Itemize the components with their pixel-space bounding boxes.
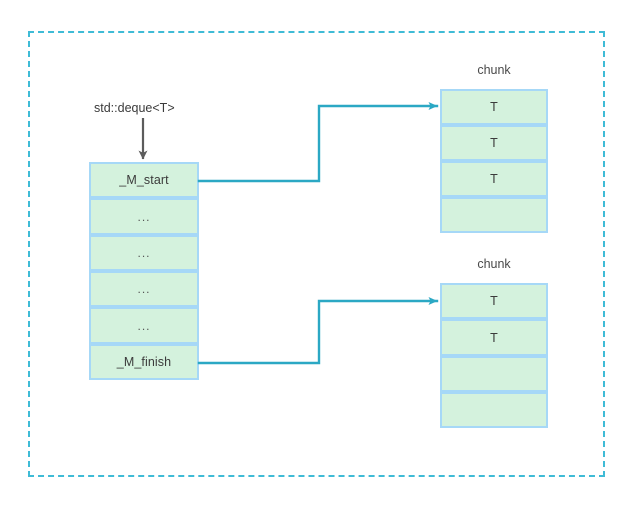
map-slot-cell-6: _M_finish [89,344,199,380]
map-slot-cell-3: ... [89,235,199,271]
map-slot-cell-4: ... [89,271,199,307]
chunk-1-cell-2: T [440,125,548,161]
chunk-1-label: chunk [477,63,511,77]
deque-type-label: std::deque<T> [94,101,175,115]
chunk-1-cell-3: T [440,161,548,197]
map-slot-cell-1: _M_start [89,162,199,198]
chunk-2-label: chunk [477,257,511,271]
chunk-2-cell-2: T [440,319,548,356]
chunk-1-cell-4 [440,197,548,233]
map-slot-cell-2: ... [89,198,199,235]
chunk-2-cell-4 [440,392,548,428]
outer-dashed-frame [28,31,605,477]
chunk-2-cell-3 [440,356,548,392]
chunk-2-cell-1: T [440,283,548,319]
map-array: _M_start............_M_finish [89,162,199,380]
map-slot-cell-5: ... [89,307,199,344]
chunk-1-cell-1: T [440,89,548,125]
